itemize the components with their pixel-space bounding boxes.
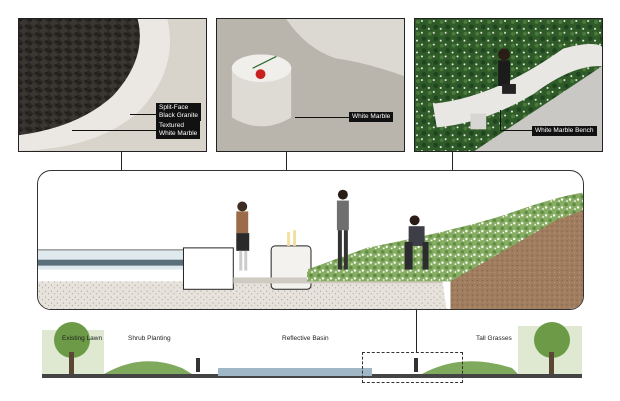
- granite-tag: Split-Face Black Granite: [156, 103, 202, 121]
- person-icon: [414, 358, 418, 372]
- bench-photo-image: [415, 19, 602, 151]
- detail-extent-box: [362, 352, 463, 383]
- rose-icon: [255, 69, 266, 80]
- bench-leader-h: [500, 130, 532, 131]
- existing-lawn-label: Existing Lawn: [62, 335, 103, 342]
- section-detail: [37, 170, 584, 310]
- bench-photo: [414, 18, 603, 152]
- woman-figure: [236, 201, 250, 271]
- person-icon: [196, 358, 200, 372]
- bench-label: White Marble Bench: [535, 127, 594, 134]
- marble-photo: [216, 18, 405, 152]
- marble-photo-image: [217, 19, 404, 151]
- site-overview: [42, 318, 582, 390]
- granite-label: Split-Face Black Granite: [159, 104, 199, 119]
- white-marble-leader: [295, 117, 349, 118]
- section-drawing: [38, 189, 583, 309]
- granite-leader: [130, 114, 156, 115]
- textured-marble-leader: [72, 130, 156, 131]
- detail-connector: [416, 310, 417, 352]
- white-marble-tag: White Marble: [349, 112, 394, 122]
- man-seated-figure: [404, 215, 429, 270]
- textured-marble-label: Textured White Marble: [159, 122, 198, 137]
- man-standing-figure: [336, 189, 349, 270]
- overview-drawing: [42, 322, 582, 378]
- reflective-basin-label: Reflective Basin: [282, 335, 329, 342]
- bench-leader-v: [500, 110, 501, 130]
- tall-grasses-label: Tall Grasses: [476, 335, 512, 342]
- textured-marble-tag: Textured White Marble: [156, 121, 201, 139]
- white-marble-label: White Marble: [352, 113, 391, 120]
- shrub-planting-label: Shrub Planting: [128, 335, 171, 342]
- bench-tag: White Marble Bench: [532, 126, 597, 136]
